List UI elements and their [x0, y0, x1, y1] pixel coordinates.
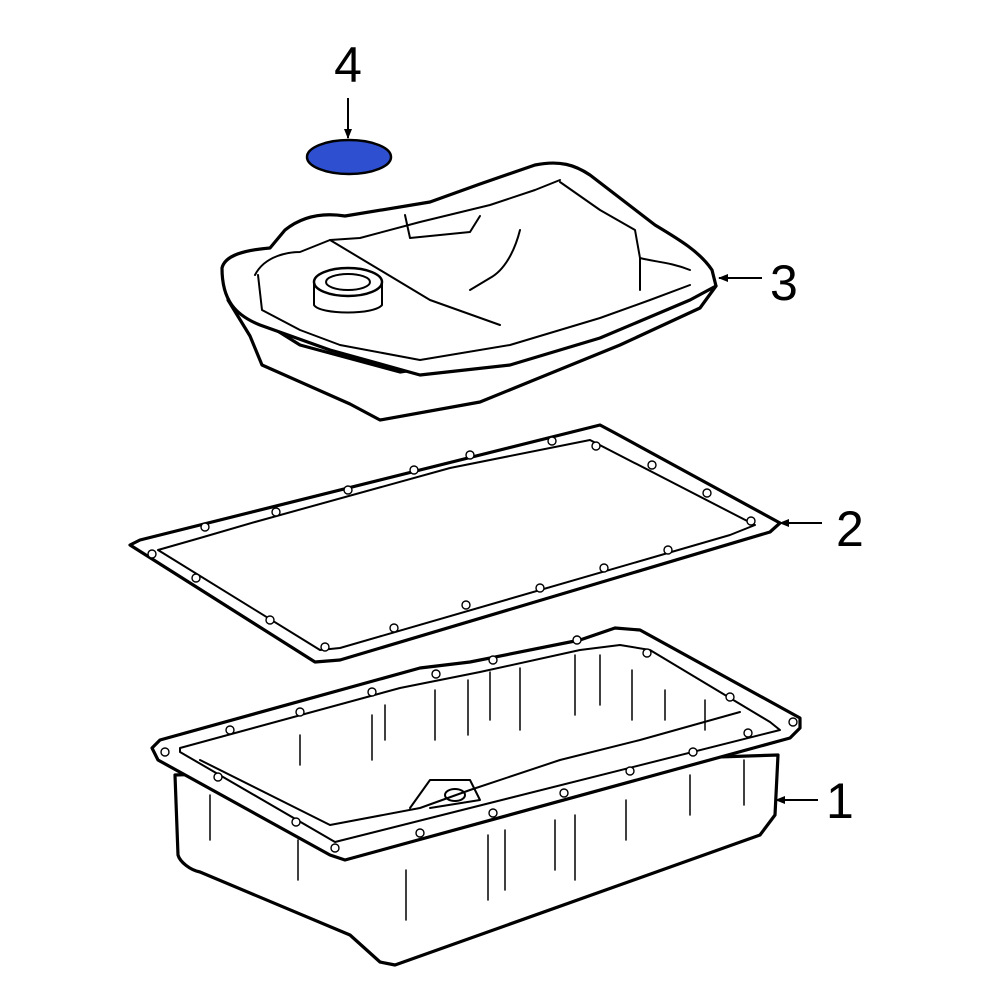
- callout-4-label: 4: [334, 37, 362, 93]
- gasket-bolt-holes: [147, 436, 756, 652]
- part-1-oil-pan[interactable]: [150, 626, 802, 967]
- pan-bolt-holes: [160, 635, 798, 853]
- part-3-filter[interactable]: [220, 161, 718, 422]
- callout-2-label: 2: [836, 501, 864, 557]
- callout-1-label: 1: [826, 773, 854, 829]
- callout-3-label: 3: [770, 255, 798, 311]
- part-4-seal[interactable]: [305, 138, 393, 176]
- part-2-gasket[interactable]: [128, 423, 782, 664]
